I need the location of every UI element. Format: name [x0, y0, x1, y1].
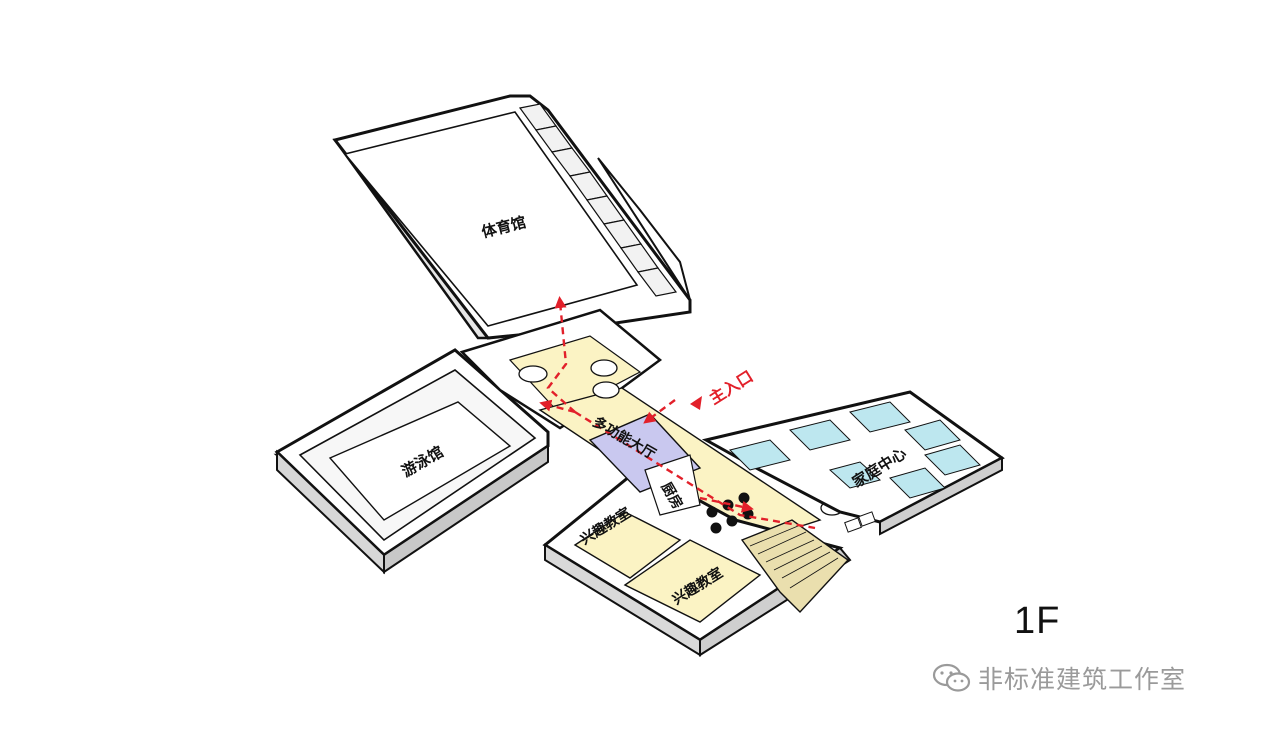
watermark-text: 非标准建筑工作室	[978, 665, 1187, 694]
family-center-wing	[701, 390, 1005, 536]
circulation-path	[539, 296, 816, 530]
swimming-hall-block	[273, 348, 550, 575]
wechat-icon	[932, 663, 971, 692]
classroom-wing	[542, 413, 852, 657]
gymnasium-block	[332, 94, 692, 340]
floor-label: 1F	[1014, 600, 1061, 642]
watermark: 非标准建筑工作室	[930, 661, 1186, 695]
entrance-arrow-icon	[690, 396, 702, 410]
main-entrance-label: 主入口	[706, 367, 757, 409]
